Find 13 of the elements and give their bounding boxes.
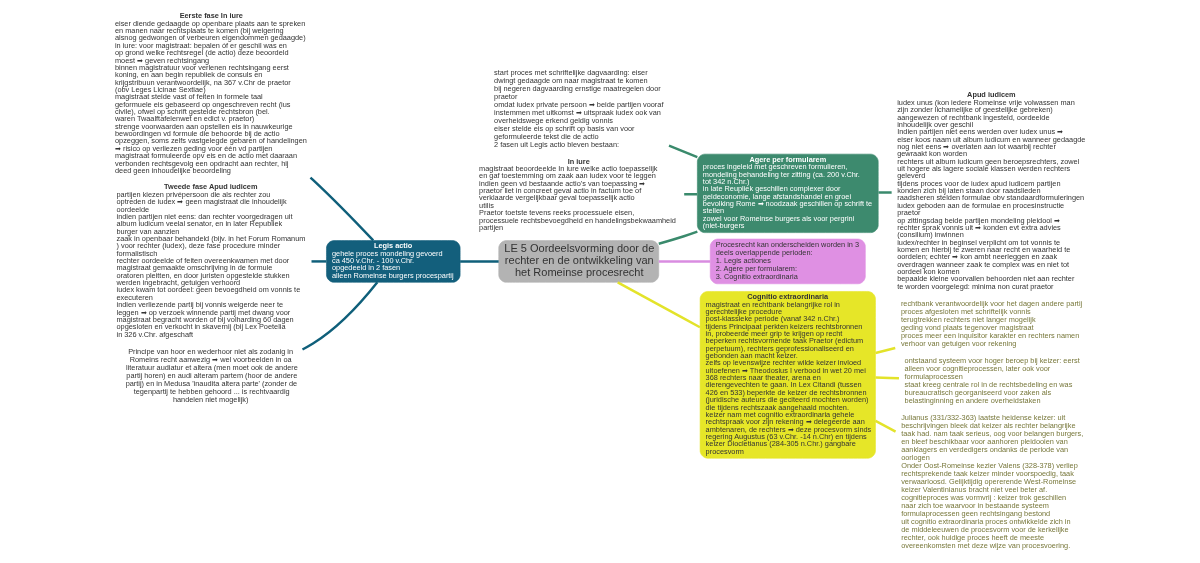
connector <box>459 260 499 263</box>
node-box: LE 5 Oordeelsvorming door de rechter en de ontwikkeling van het Romeinse procesrecht <box>497 240 659 283</box>
connector <box>668 144 698 159</box>
connector <box>657 230 698 245</box>
connector <box>616 281 700 329</box>
connector <box>311 260 326 263</box>
connector <box>658 260 710 263</box>
connector <box>301 281 378 351</box>
connector <box>874 419 896 433</box>
connector <box>874 376 899 380</box>
connector <box>877 191 892 194</box>
connector <box>309 176 374 242</box>
connector <box>874 346 896 355</box>
